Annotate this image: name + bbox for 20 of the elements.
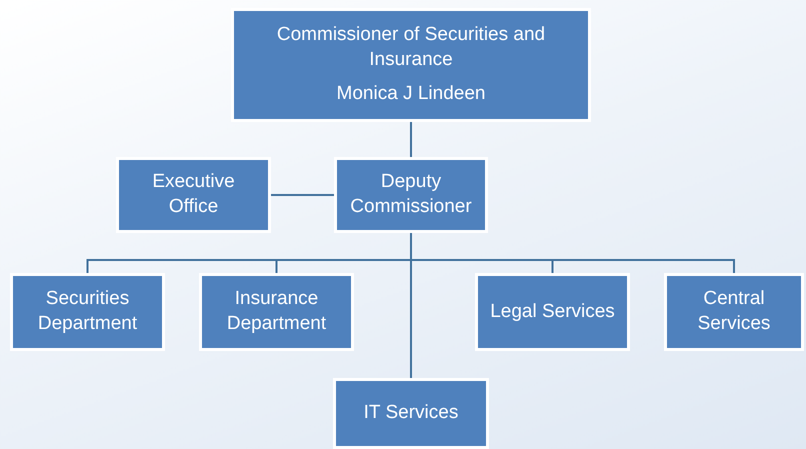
org-box bbox=[231, 8, 591, 122]
box-subtitle: Monica J Lindeen bbox=[336, 82, 486, 106]
box-title: Legal Services bbox=[490, 300, 615, 324]
org-box bbox=[116, 157, 271, 233]
box-title: Executive Office bbox=[151, 170, 236, 219]
box-title: Insurance Department bbox=[226, 287, 328, 336]
connector-line bbox=[410, 122, 412, 157]
box-title: Deputy Commissioner bbox=[349, 170, 473, 219]
box-title: Commissioner of Securities and Insurance bbox=[276, 22, 546, 72]
org-box bbox=[664, 273, 804, 351]
box-title: Securities Department bbox=[36, 287, 138, 336]
org-box bbox=[334, 157, 488, 233]
org-box bbox=[333, 378, 489, 449]
org-box bbox=[199, 273, 354, 351]
box-title: IT Services bbox=[364, 401, 458, 426]
org-box bbox=[10, 273, 165, 351]
connector-line bbox=[410, 233, 412, 378]
connector-line bbox=[271, 194, 334, 196]
org-box bbox=[475, 273, 630, 351]
box-title: Central Services bbox=[696, 287, 772, 336]
